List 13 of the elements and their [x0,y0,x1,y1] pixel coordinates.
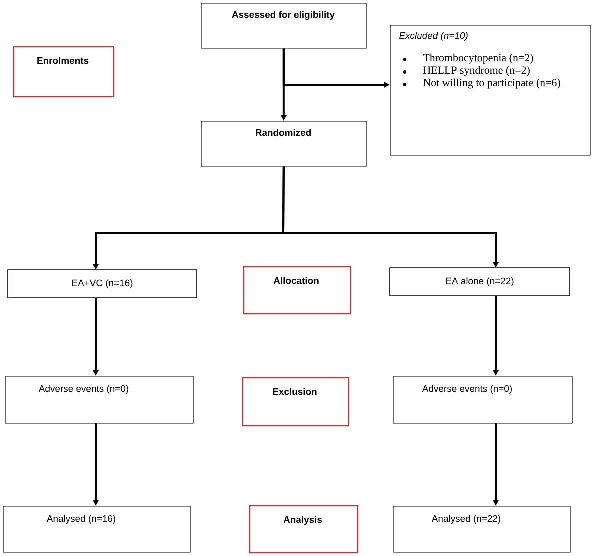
process-box: Assessed for eligibility [201,3,367,49]
process-box: Randomized [201,121,367,167]
stage-label-box: Allocation [243,266,352,315]
process-box: Adverse events (n=0) [393,376,573,424]
exclusion-box: Excluded (n=10) Thrombocytopenia (n=2) HELLP syndrome (n=2) Not willing to participate (n=6) [390,25,591,156]
stage-label-box: Analysis [249,505,359,554]
group-box: EA+VC (n=16) [8,270,198,298]
process-box: Adverse events (n=0) [5,376,194,424]
stage-label-box: Enrolments [13,46,115,98]
process-box: Analysed (n=16) [3,506,191,553]
group-box: EA alone (n=22) [390,268,570,296]
stage-label-box: Exclusion [242,377,350,427]
process-box: Analysed (n=22) [393,506,571,553]
